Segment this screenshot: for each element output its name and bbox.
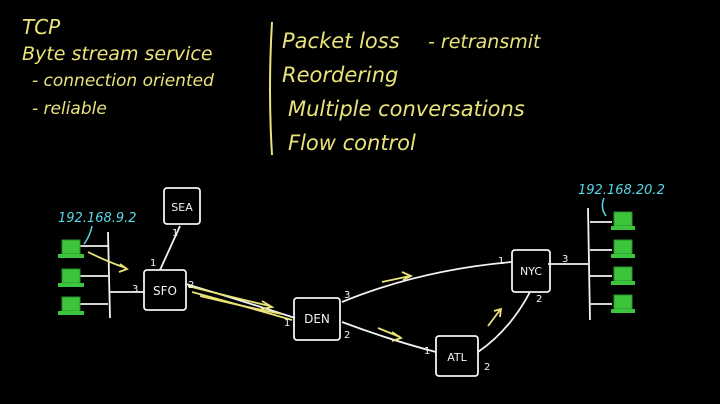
- port-labels: 1 1 2 3 1 2 3 1 2 1 2 3: [132, 228, 568, 373]
- router-sfo-label: SFO: [153, 284, 177, 298]
- port-den-1: 1: [284, 318, 290, 329]
- notes-flow-control: Flow control: [288, 131, 416, 155]
- left-ip-pointer: [83, 225, 93, 245]
- router-den-label: DEN: [304, 312, 330, 326]
- computer-icon: [58, 296, 84, 315]
- notes-retransmit: - retransmit: [428, 31, 542, 53]
- port-sfo-2: 2: [188, 280, 194, 291]
- computer-icon: [611, 211, 635, 230]
- computer-icon: [58, 239, 84, 258]
- computer-icon: [58, 268, 84, 287]
- arrow-den-to-nyc: [381, 275, 411, 283]
- network-links: [80, 207, 612, 353]
- notes-multiple-conversations: Multiple conversations: [288, 97, 525, 121]
- port-atl-2: 2: [484, 362, 490, 373]
- right-host-ip: 192.168.20.2: [578, 183, 665, 198]
- port-den-2: 2: [344, 330, 350, 341]
- port-atl-1: 1: [424, 346, 430, 357]
- router-den: DEN: [293, 297, 341, 341]
- notes-line-connection-oriented: - connection oriented: [32, 71, 214, 91]
- arrow-sfo-to-den: [187, 285, 271, 307]
- flow-arrows: [87, 251, 503, 342]
- port-sea-1: 1: [172, 228, 178, 239]
- router-atl-label: ATL: [447, 351, 467, 364]
- notes-divider: [269, 21, 273, 156]
- left-host-ip: 192.168.9.2: [58, 211, 137, 226]
- port-den-3: 3: [344, 290, 350, 301]
- port-sfo-3: 3: [132, 284, 138, 295]
- port-sfo-1: 1: [150, 258, 156, 269]
- router-nyc-label: NYC: [520, 265, 542, 278]
- right-ip-pointer: [601, 197, 607, 217]
- notes-line-byte-stream: Byte stream service: [22, 43, 213, 65]
- router-sea: SEA: [163, 187, 201, 225]
- router-atl: ATL: [435, 335, 479, 377]
- port-nyc-3: 3: [562, 254, 568, 265]
- arrow-atl-to-nyc: [487, 309, 501, 327]
- notes-line-reliable: - reliable: [32, 99, 107, 119]
- notes-reordering: Reordering: [282, 63, 398, 87]
- computer-icon: [611, 294, 635, 313]
- router-sfo: SFO: [143, 269, 187, 311]
- computer-icon: [611, 266, 635, 285]
- notes-packet-loss: Packet loss: [282, 29, 400, 53]
- router-nyc: NYC: [511, 249, 551, 293]
- computer-icon: [611, 239, 635, 258]
- arrow-host-to-lan: [87, 251, 127, 269]
- port-nyc-1: 1: [498, 256, 504, 267]
- port-nyc-2: 2: [536, 294, 542, 305]
- router-sea-label: SEA: [171, 201, 193, 214]
- notes-heading: TCP: [22, 15, 61, 39]
